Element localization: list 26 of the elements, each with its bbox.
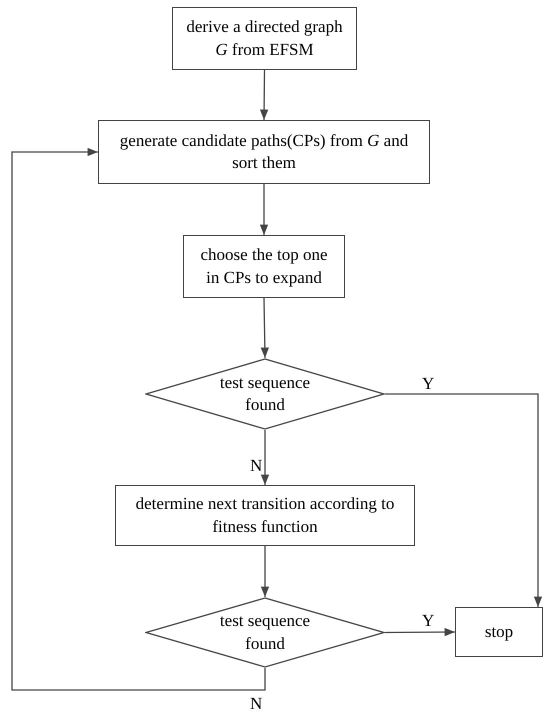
node-text: generate candidate paths(CPs) from G and sort them [118, 130, 410, 174]
node-text: stop [484, 620, 514, 643]
node-text: test sequence found [218, 610, 312, 654]
node-text: derive a directed graph G from EFSM [185, 16, 344, 60]
node-text: determine next transition according to fitness function [134, 493, 396, 538]
process-box [183, 235, 345, 298]
edge-label: N [248, 457, 264, 474]
arrow [260, 298, 269, 358]
process-box [98, 120, 430, 184]
arrow [260, 546, 270, 597]
arrow [260, 430, 270, 485]
arrow [11, 148, 266, 691]
process-box [455, 607, 543, 657]
node-text: choose the top one in CPs to expand [200, 244, 328, 289]
process-box [115, 485, 415, 546]
arrow [260, 70, 268, 120]
edge-label: Y [420, 612, 436, 629]
node-text: test sequence found [218, 372, 312, 416]
arrow [385, 628, 455, 636]
edge-label: Y [420, 375, 436, 392]
arrow [385, 393, 542, 607]
decision-diamond [145, 597, 385, 668]
arrow [260, 184, 268, 235]
edge-label: N [248, 695, 264, 712]
process-box [172, 7, 357, 70]
decision-diamond [145, 358, 385, 430]
